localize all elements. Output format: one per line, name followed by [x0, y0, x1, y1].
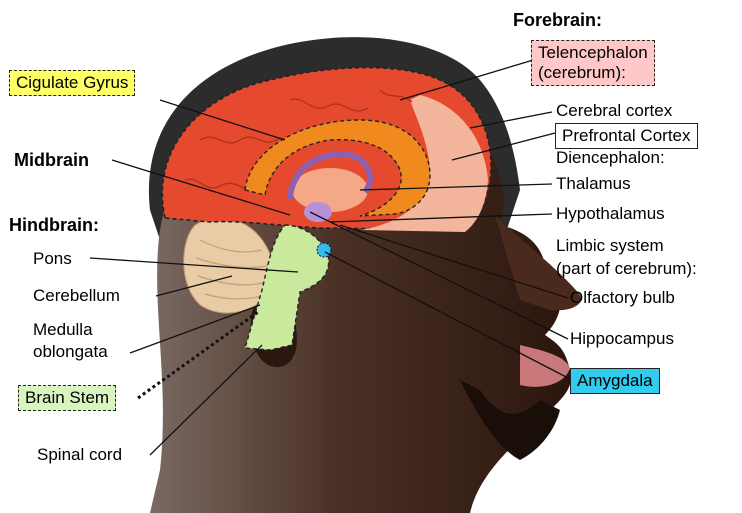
cigulate-gyrus-label: Cigulate Gyrus: [16, 73, 128, 92]
cerebellum-label: Cerebellum: [33, 286, 120, 306]
midbrain-heading: Midbrain: [14, 150, 89, 170]
cerebral-cortex-label: Cerebral cortex: [556, 101, 672, 121]
medulla-label: Medulla: [33, 320, 93, 340]
hindbrain-heading: Hindbrain:: [9, 215, 99, 235]
telencephalon-box: Telencephalon (cerebrum):: [531, 40, 655, 86]
amygdala-box: Amygdala: [570, 368, 660, 394]
forebrain-heading: Forebrain:: [513, 10, 602, 30]
limbic-system-sub-label: (part of cerebrum):: [556, 259, 697, 279]
limbic-system-label: Limbic system: [556, 236, 664, 256]
hypothalamus-region: [304, 202, 332, 222]
prefrontal-cortex-label: Prefrontal Cortex: [562, 126, 691, 145]
amygdala-region: [317, 243, 331, 257]
hippocampus-label: Hippocampus: [570, 329, 674, 349]
hypothalamus-label: Hypothalamus: [556, 204, 665, 224]
thalamus-region: [292, 168, 368, 212]
spinal-cord-label: Spinal cord: [37, 445, 122, 465]
thalamus-label: Thalamus: [556, 174, 631, 194]
brain-stem-box: Brain Stem: [18, 385, 116, 411]
amygdala-label: Amygdala: [577, 371, 653, 390]
telencephalon-cerebrum-label: (cerebrum):: [538, 63, 648, 83]
prefrontal-cortex-box: Prefrontal Cortex: [555, 123, 698, 149]
medulla-oblongata-label: oblongata: [33, 342, 108, 362]
pons-label: Pons: [33, 249, 72, 269]
brain-stem-label: Brain Stem: [25, 388, 109, 407]
olfactory-bulb-label: Olfactory bulb: [570, 288, 675, 308]
telencephalon-label: Telencephalon: [538, 43, 648, 63]
cigulate-gyrus-box: Cigulate Gyrus: [9, 70, 135, 96]
diencephalon-label: Diencephalon:: [556, 148, 665, 168]
